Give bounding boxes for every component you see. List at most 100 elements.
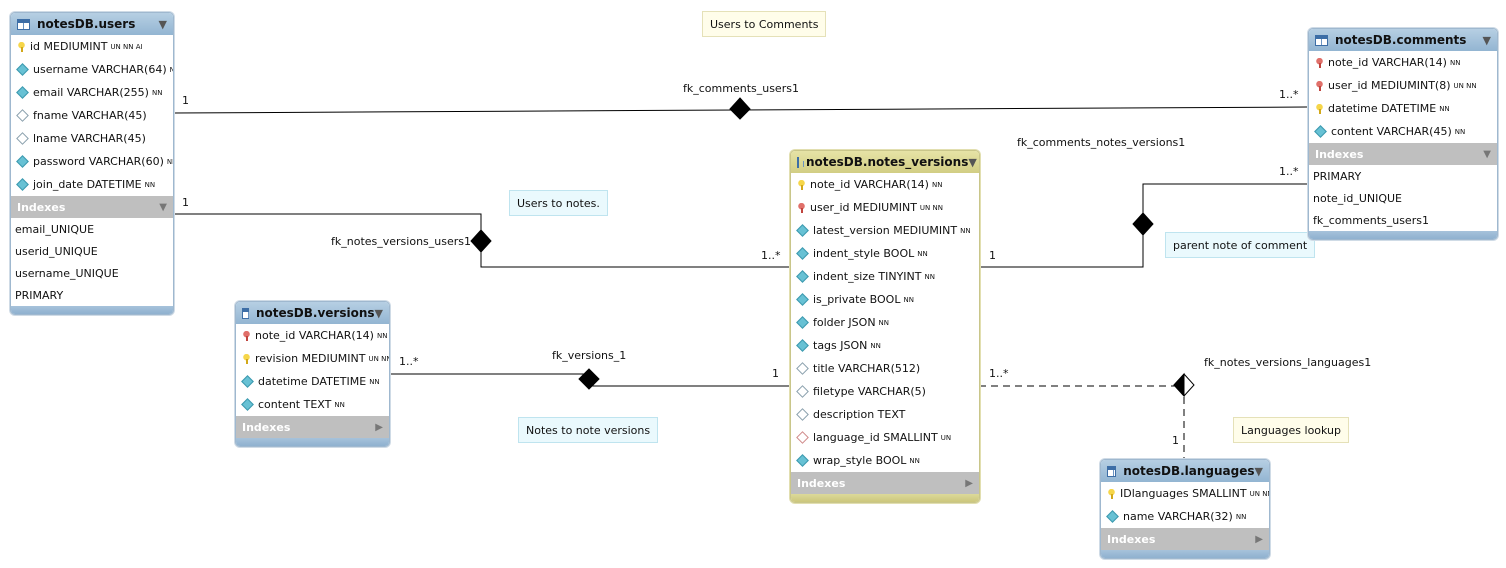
- column-flags: NN: [1439, 104, 1450, 113]
- indexes-header[interactable]: Indexes ▼: [1309, 143, 1497, 165]
- card-notes-comments-to: 1..*: [1279, 165, 1299, 178]
- index-row[interactable]: email_UNIQUE: [15, 222, 95, 236]
- note-parent-note[interactable]: parent note of comment: [1165, 232, 1316, 258]
- collapse-icon[interactable]: ▼: [968, 155, 977, 169]
- collapse-icon[interactable]: ▼: [158, 17, 167, 31]
- table-icon: [17, 18, 30, 30]
- table-name: notesDB.versions: [255, 306, 375, 320]
- column-row[interactable]: note_id VARCHAR(14)NN: [791, 173, 979, 196]
- expand-icon[interactable]: ▶: [1255, 533, 1263, 545]
- card-versions-notes-from: 1: [772, 367, 779, 380]
- column-name: username VARCHAR(64): [33, 63, 167, 76]
- column-name: revision MEDIUMINT: [255, 352, 366, 365]
- card-users-notes-from: 1: [182, 196, 189, 209]
- table-header[interactable]: notesDB.languages ▼: [1101, 460, 1269, 482]
- table-versions[interactable]: notesDB.versions ▼ note_id VARCHAR(14)NN…: [235, 301, 390, 447]
- table-header[interactable]: notesDB.comments ▼: [1309, 29, 1497, 51]
- table-footer: [791, 494, 979, 502]
- column-name: language_id SMALLINT: [813, 431, 938, 444]
- column-row[interactable]: filetype VARCHAR(5): [791, 380, 979, 403]
- note-notes-to-versions[interactable]: Notes to note versions: [518, 417, 659, 443]
- column-row[interactable]: lname VARCHAR(45): [11, 127, 173, 150]
- column-row[interactable]: email VARCHAR(255)NN: [11, 81, 173, 104]
- column-row[interactable]: fname VARCHAR(45): [11, 104, 173, 127]
- primary-key-icon: [1107, 489, 1116, 499]
- rel-line-notes-languages: [979, 385, 1185, 458]
- column-flags: UN NN: [368, 354, 390, 363]
- column-name: datetime DATETIME: [1328, 102, 1437, 115]
- collapse-icon[interactable]: ▼: [1483, 148, 1491, 160]
- table-comments[interactable]: notesDB.comments ▼ note_id VARCHAR(14)NN…: [1308, 28, 1498, 240]
- note-users-to-notes[interactable]: Users to notes.: [509, 190, 608, 216]
- collapse-icon[interactable]: ▼: [1482, 33, 1491, 47]
- index-row[interactable]: note_id_UNIQUE: [1313, 191, 1403, 205]
- note-languages-lookup[interactable]: Languages lookup: [1233, 417, 1350, 443]
- index-row[interactable]: fk_comments_users1: [1313, 213, 1429, 227]
- foreign-key-icon: [1315, 81, 1324, 91]
- card-languages-from: 1: [1172, 434, 1179, 447]
- index-row[interactable]: PRIMARY: [1313, 169, 1362, 183]
- table-name: notesDB.comments: [1335, 33, 1467, 47]
- expand-icon[interactable]: ▶: [375, 421, 383, 433]
- indexes-header[interactable]: Indexes ▶: [791, 472, 979, 494]
- column-row[interactable]: user_id MEDIUMINT(8)UN NN: [1309, 74, 1497, 97]
- column-flags: NN: [870, 341, 881, 350]
- primary-key-icon: [1315, 104, 1324, 114]
- column-name: user_id MEDIUMINT(8): [1328, 79, 1451, 92]
- column-row[interactable]: name VARCHAR(32)NN: [1101, 505, 1269, 528]
- column-row[interactable]: username VARCHAR(64)NN: [11, 58, 173, 81]
- index-row[interactable]: PRIMARY: [15, 288, 64, 302]
- expand-icon[interactable]: ▶: [965, 477, 973, 489]
- indexes-header[interactable]: Indexes ▶: [1101, 528, 1269, 550]
- table-header[interactable]: notesDB.notes_versions ▼: [791, 151, 979, 173]
- index-row[interactable]: username_UNIQUE: [15, 266, 119, 280]
- nullable-column-icon: [796, 408, 809, 421]
- collapse-icon[interactable]: ▼: [1254, 464, 1263, 478]
- column-name: tags JSON: [813, 339, 868, 352]
- column-row[interactable]: description TEXT: [791, 403, 979, 426]
- table-header[interactable]: notesDB.users ▼: [11, 13, 173, 35]
- nullable-column-icon: [16, 109, 29, 122]
- table-footer: [1101, 550, 1269, 558]
- column-name: folder JSON: [813, 316, 876, 329]
- table-icon: [797, 156, 804, 168]
- column-flags: NN: [1235, 512, 1247, 521]
- column-row[interactable]: note_id VARCHAR(14)NN: [1309, 51, 1497, 74]
- column-name: password VARCHAR(60): [33, 155, 164, 168]
- indexes-header[interactable]: Indexes ▶: [236, 416, 389, 438]
- not-null-column-icon: [796, 270, 809, 283]
- note-users-to-comments[interactable]: Users to Comments: [702, 11, 827, 37]
- indexes-header[interactable]: Indexes ▼: [11, 196, 173, 218]
- nullable-column-icon: [796, 385, 809, 398]
- index-row[interactable]: userid_UNIQUE: [15, 244, 98, 258]
- card-versions-notes-to: 1..*: [399, 355, 419, 368]
- table-languages[interactable]: notesDB.languages ▼ IDlanguages SMALLINT…: [1100, 459, 1270, 559]
- collapse-icon[interactable]: ▼: [159, 201, 167, 213]
- column-flags: UN: [940, 433, 952, 442]
- column-row[interactable]: content VARCHAR(45)NN: [1309, 120, 1497, 143]
- column-row[interactable]: title VARCHAR(512): [791, 357, 979, 380]
- column-row[interactable]: note_id VARCHAR(14)NN: [236, 324, 389, 347]
- column-row[interactable]: password VARCHAR(60)NN: [11, 150, 173, 173]
- not-null-column-icon: [16, 178, 29, 191]
- table-notes-versions[interactable]: notesDB.notes_versions ▼ note_id VARCHAR…: [790, 150, 980, 503]
- collapse-icon[interactable]: ▼: [374, 306, 383, 320]
- table-header[interactable]: notesDB.versions ▼: [236, 302, 389, 324]
